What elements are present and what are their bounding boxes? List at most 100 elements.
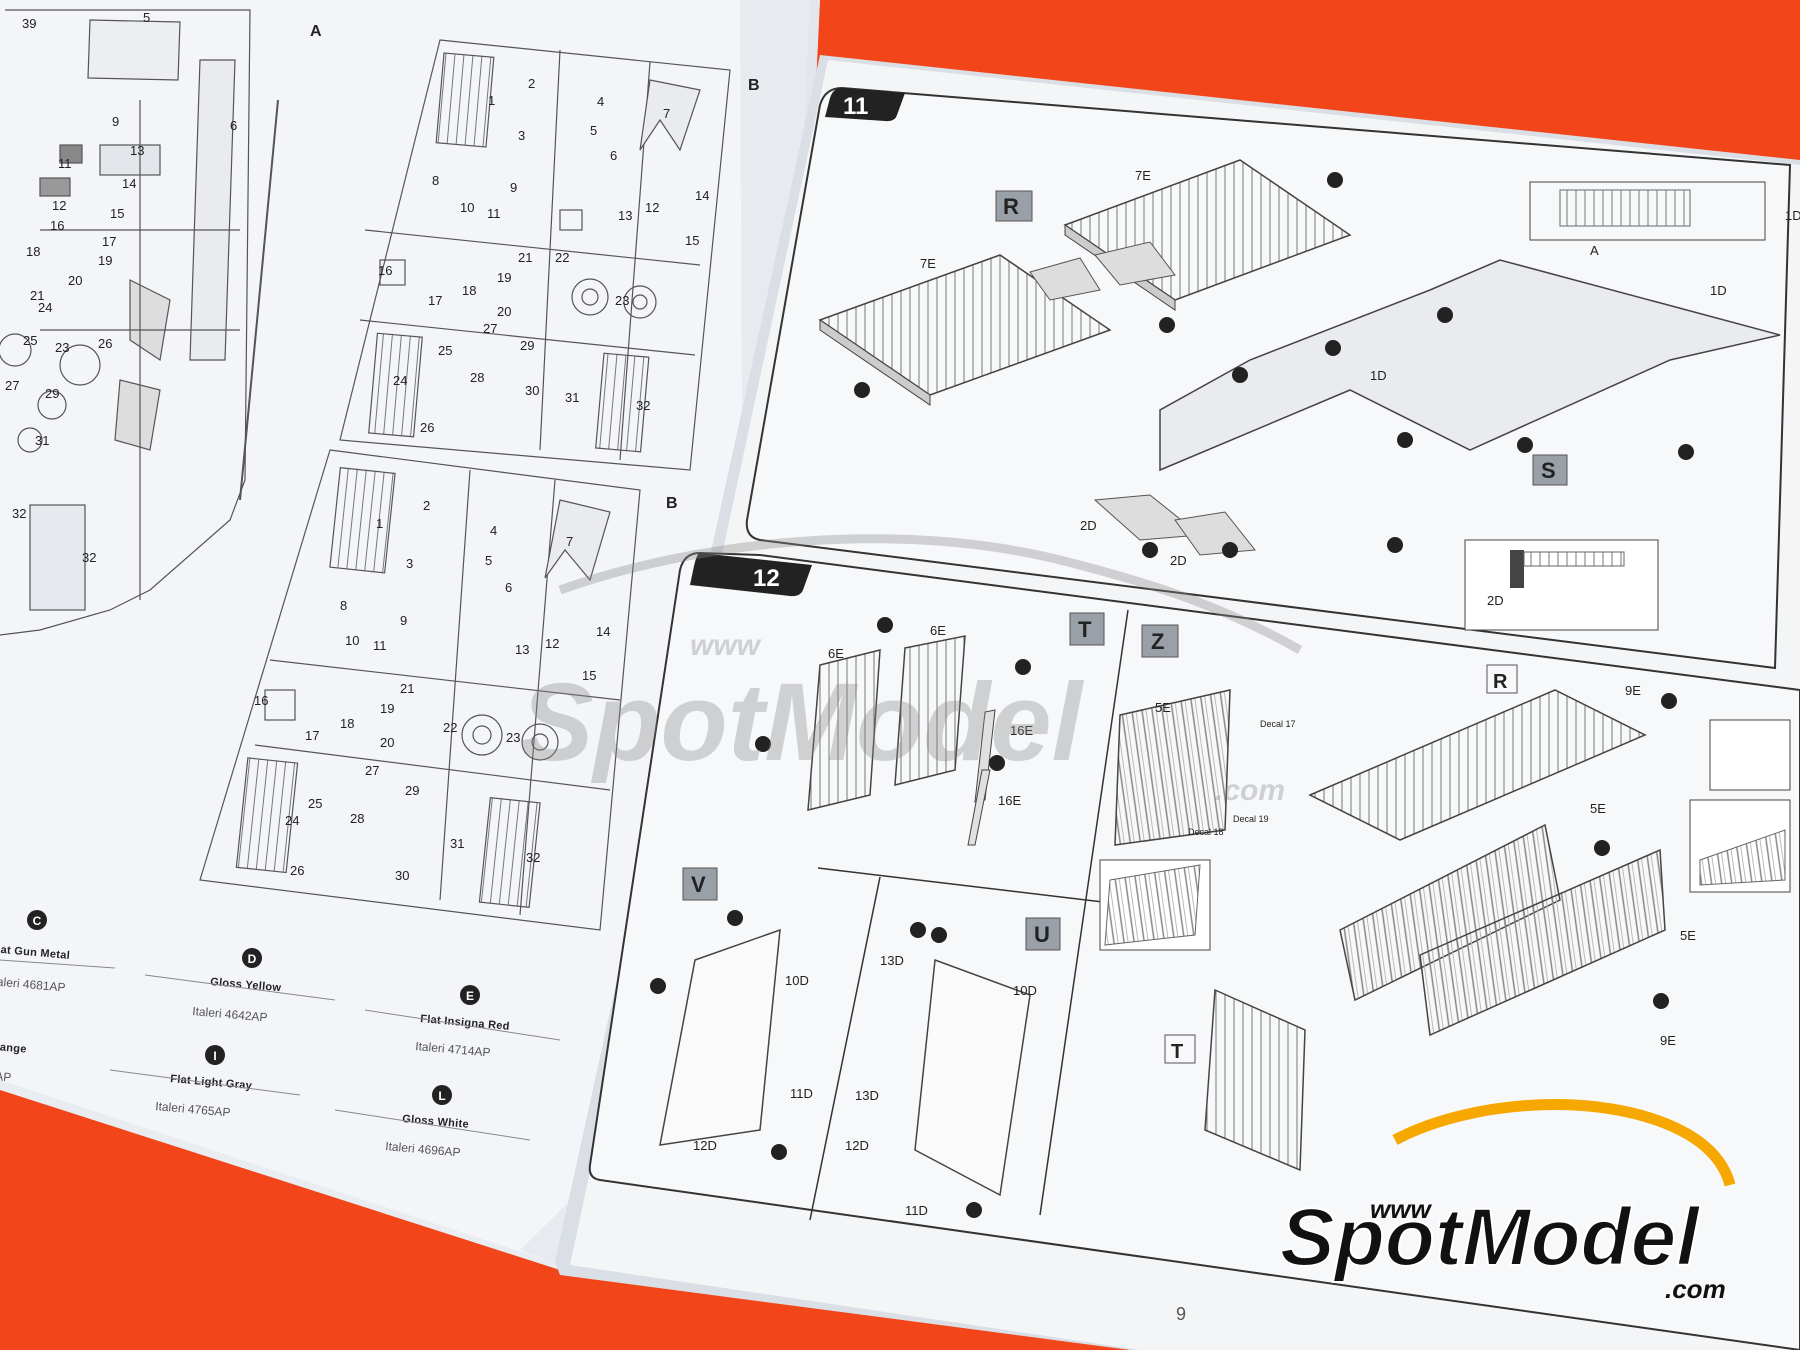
part-label: 3 <box>406 556 413 571</box>
watermark-www: www <box>690 629 762 662</box>
part-label: 29 <box>45 386 59 401</box>
part-label: 10 <box>345 633 359 648</box>
sprue-B-bottom: B <box>199 449 678 931</box>
part-label: 5 <box>485 553 492 568</box>
part-label: 21 <box>518 250 532 265</box>
part-label: 1D <box>1370 368 1387 383</box>
sprue-letter: B <box>666 495 678 512</box>
part-label: 12 <box>545 636 559 651</box>
step-11: 11 R 7E 7E 1D 1D 2D 2D <box>745 86 1800 670</box>
part-label: 23 <box>615 293 629 308</box>
paint-code: Italeri 4642AP <box>192 1004 268 1025</box>
section-T-label: T <box>1171 1041 1183 1063</box>
sprue-B-bottom-labels: 1 2 3 4 5 7 6 8 9 10 11 13 12 14 15 16 1… <box>254 498 610 883</box>
part-label: 20 <box>380 735 394 750</box>
part-label: 12D <box>693 1138 717 1153</box>
sprue-A-labels: 39 5 6 9 11 13 14 12 15 16 17 18 19 20 2… <box>5 10 322 565</box>
part-label: 14 <box>122 176 136 191</box>
paint-L: L Gloss White Italeri 4696AP <box>334 1085 531 1160</box>
part-label: 7E <box>920 256 936 271</box>
part-label: 5E <box>1590 801 1606 816</box>
part-label: 11 <box>487 206 501 221</box>
part-label: 22 <box>443 720 457 735</box>
part-label: 18 <box>462 283 476 298</box>
part-label: 19 <box>98 253 112 268</box>
part-label: 13 <box>130 143 144 158</box>
watermark-www: www <box>1370 1194 1432 1224</box>
part-label: 20 <box>68 273 82 288</box>
part-label: 17 <box>305 728 319 743</box>
part-label: 5 <box>590 123 597 138</box>
section-V-label: V <box>691 872 706 897</box>
paint-name: Gloss White <box>402 1113 470 1131</box>
part-label: 25 <box>308 796 322 811</box>
part-label: 11D <box>905 1203 928 1218</box>
part-label: 7 <box>663 106 670 121</box>
part-label: 18 <box>340 716 354 731</box>
paint-partial: range AP <box>0 1041 27 1084</box>
right-page: 11 R 7E 7E 1D 1D 2D 2D <box>555 55 1800 1350</box>
part-label: 13 <box>618 208 632 223</box>
step-12: 12 T 6E 6E 16E 16E Z 5E Deca <box>588 551 1800 1350</box>
sprue-A <box>0 9 279 636</box>
part-label: 23 <box>55 340 69 355</box>
part-label: 5 <box>143 10 150 25</box>
detail-inset-2d <box>1464 539 1659 631</box>
part-label: 7E <box>1135 168 1151 183</box>
part-label: 1 <box>488 93 495 108</box>
paint-letter: D <box>248 952 257 966</box>
part-label: 17 <box>428 293 442 308</box>
part-label: 32 <box>526 850 540 865</box>
part-label: 6 <box>505 580 512 595</box>
watermark-tld: .com <box>1665 1274 1726 1304</box>
part-label: 23 <box>506 730 520 745</box>
watermark-tld: .com <box>1215 774 1285 807</box>
step-number: 11 <box>843 93 868 120</box>
part-label: 2 <box>423 498 430 513</box>
panel-Z: Z 5E Decal 17 Decal 18 Decal 19 <box>1099 624 1296 951</box>
part-label: 15 <box>582 668 596 683</box>
part-label: 12 <box>645 200 659 215</box>
part-label: 32 <box>12 506 26 521</box>
part-label: 6E <box>930 623 946 638</box>
part-label: 29 <box>405 783 419 798</box>
part-label: 26 <box>420 420 434 435</box>
part-label: 16 <box>254 693 268 708</box>
paint-code: Italeri 4696AP <box>385 1139 461 1160</box>
part-label: 27 <box>5 378 19 393</box>
deck-panel-lower: 7E <box>818 254 1112 406</box>
paint-code: AP <box>0 1069 12 1084</box>
part-label: 14 <box>695 188 709 203</box>
part-label: 9 <box>510 180 517 195</box>
paint-name: Flat Gun Metal <box>0 943 70 962</box>
part-label: 30 <box>525 383 539 398</box>
part-label: 12D <box>845 1138 869 1153</box>
part-label: 39 <box>22 16 36 31</box>
part-label: 4 <box>490 523 497 538</box>
part-label: 11 <box>373 638 387 653</box>
part-label: 13D <box>855 1088 879 1103</box>
part-label: 22 <box>555 250 569 265</box>
step-number: 12 <box>753 565 780 592</box>
panel-T: T 6E 6E 16E 16E <box>807 612 1105 846</box>
decal-label: Decal 18 <box>1188 827 1224 837</box>
part-label: 4 <box>597 94 604 109</box>
section-R-box <box>995 190 1033 222</box>
part-label: 11D <box>790 1086 813 1101</box>
part-label: 8 <box>340 598 347 613</box>
part-label: 18 <box>26 244 40 259</box>
page-number: 9 <box>1176 1304 1186 1324</box>
part-label: 11 <box>58 156 72 171</box>
section-Z-label: Z <box>1151 629 1164 654</box>
part-label: 10D <box>1013 983 1037 998</box>
part-label: 10 <box>460 200 474 215</box>
part-label: 30 <box>395 868 409 883</box>
part-label: 6 <box>230 118 237 133</box>
part-label: 31 <box>565 390 579 405</box>
part-label: 6 <box>610 148 617 163</box>
part-label: 25 <box>438 343 452 358</box>
part-label: 19 <box>497 270 511 285</box>
part-label: 12 <box>52 198 66 213</box>
